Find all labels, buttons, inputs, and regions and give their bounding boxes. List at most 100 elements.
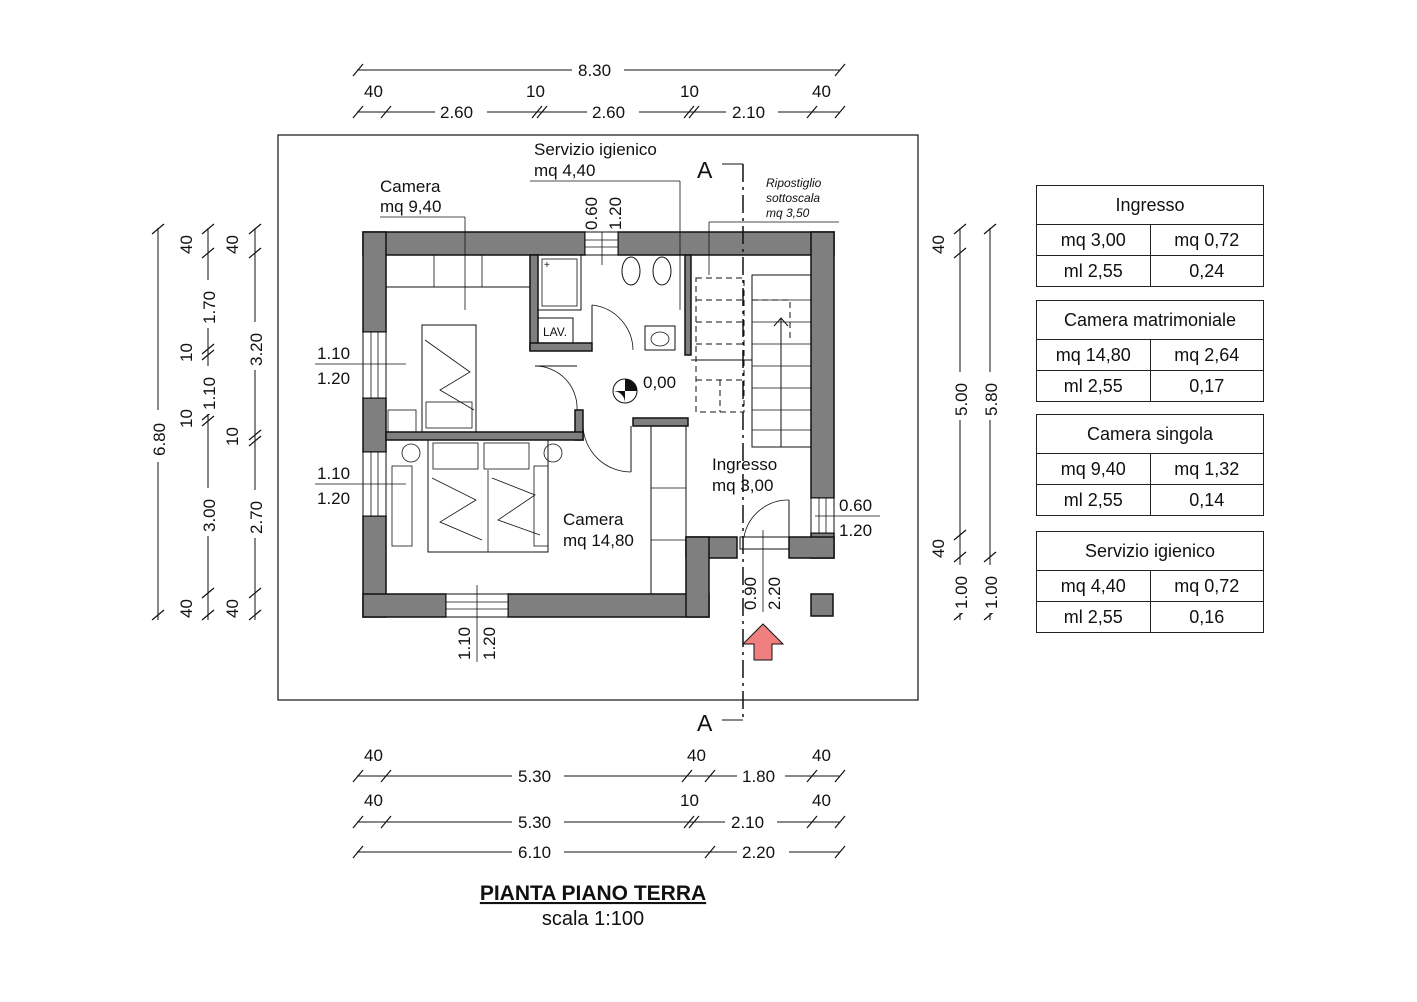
room-area-ingresso: mq 3,00 xyxy=(712,476,773,495)
room-name-ingresso: Ingresso xyxy=(712,455,777,474)
dimension-label: 10 xyxy=(680,82,699,101)
dimension-label: 10 xyxy=(680,791,699,810)
legend-servizio-igienico: Servizio igienico mq 4,40 mq 0,72 ml 2,55… xyxy=(1036,531,1264,633)
room-name-ripostiglio-1: Ripostiglio xyxy=(766,176,822,190)
dimension-label: 1.20 xyxy=(480,627,499,660)
legend-camera-matrimoniale: Camera matrimoniale mq 14,80 mq 2,64 ml 2… xyxy=(1036,300,1264,402)
dimension-label: 1.10 xyxy=(317,464,350,483)
legend-cell: mq 0,72 xyxy=(1149,571,1264,601)
dimension-label: 40 xyxy=(687,746,706,765)
furniture: + LAV. 0,00 xyxy=(385,254,812,595)
room-name-servizio: Servizio igienico xyxy=(534,140,657,159)
dimension-label: 5.00 xyxy=(952,383,971,416)
dimension-label: 1.70 xyxy=(200,291,219,324)
dimension-label: 1.10 xyxy=(317,344,350,363)
dimension-label: 6.80 xyxy=(150,423,169,456)
dimension-label: 0.90 xyxy=(741,577,760,610)
dimension-label: 40 xyxy=(364,791,383,810)
dimension-label: 1.10 xyxy=(455,627,474,660)
room-area-camera-matrimoniale: mq 14,80 xyxy=(563,531,634,550)
dimension-label: 40 xyxy=(223,235,242,254)
room-labels: Camera mq 9,40 Servizio igienico mq 4,40… xyxy=(380,140,839,550)
dimension-label: 5.30 xyxy=(518,767,551,786)
drawing-frame xyxy=(277,134,919,701)
dimension-label: 10 xyxy=(223,427,242,446)
legend-cell: 0,17 xyxy=(1149,371,1264,401)
dimension-label: 40 xyxy=(812,791,831,810)
dimension-label: 40 xyxy=(812,746,831,765)
room-name-camera-matrimoniale: Camera xyxy=(563,510,624,529)
dimension-label: 0.60 xyxy=(839,496,872,515)
legend-cell: 0,14 xyxy=(1149,485,1264,515)
dimension-ticks xyxy=(151,63,997,859)
dimension-label: 40 xyxy=(177,599,196,618)
dimension-label: 10 xyxy=(526,82,545,101)
dimension-label: 5.80 xyxy=(982,383,1001,416)
legend-cell: mq 3,00 xyxy=(1060,230,1126,250)
dimension-label: 5.30 xyxy=(518,813,551,832)
dimension-label: 1.80 xyxy=(742,767,775,786)
dimension-label: 40 xyxy=(177,235,196,254)
dimension-lines xyxy=(157,69,991,853)
room-area-servizio: mq 4,40 xyxy=(534,161,595,180)
dimension-label: 40 xyxy=(223,599,242,618)
legend-cell: 0,16 xyxy=(1149,602,1264,632)
dimension-label: 2.20 xyxy=(765,577,784,610)
room-name-ripostiglio-2: sottoscala xyxy=(766,191,820,205)
legend-cell: 0,24 xyxy=(1149,256,1264,286)
dimension-label: 40 xyxy=(929,235,948,254)
dimension-label: 40 xyxy=(364,82,383,101)
plan-scale: scala 1:100 xyxy=(542,908,644,930)
dimension-label: 2.10 xyxy=(732,103,765,122)
legend-cell: ml 2,55 xyxy=(1063,261,1123,281)
legend-cell: mq 9,40 xyxy=(1060,459,1126,479)
walls xyxy=(362,231,835,618)
dimension-label: 1.20 xyxy=(317,369,350,388)
legend-title: Servizio igienico xyxy=(1037,532,1263,571)
legend-cell: mq 4,40 xyxy=(1060,576,1126,596)
legend-ingresso: Ingresso mq 3,00 mq 0,72 ml 2,55 0,24 xyxy=(1036,185,1264,287)
legend-cell: ml 2,55 xyxy=(1063,490,1123,510)
legend-cell: ml 2,55 xyxy=(1063,376,1123,396)
dimension-label: 1.00 xyxy=(952,576,971,609)
room-name-camera-singola: Camera xyxy=(380,177,441,196)
legend-title: Camera singola xyxy=(1037,415,1263,454)
legend-cell: mq 1,32 xyxy=(1149,454,1264,484)
dimension-label: 2.60 xyxy=(440,103,473,122)
dimension-label: 10 xyxy=(177,343,196,362)
opening-dimensions: 0.60 1.20 1.10 1.20 1.10 1.20 1.10 1.20 … xyxy=(315,197,880,662)
legend-cell: mq 2,64 xyxy=(1149,340,1264,370)
legend-title: Camera matrimoniale xyxy=(1037,301,1263,340)
dimension-label: 2.20 xyxy=(742,843,775,862)
dimension-label: 1.20 xyxy=(606,197,625,230)
dimension-label: 3.20 xyxy=(247,333,266,366)
dimension-label: 40 xyxy=(364,746,383,765)
dimension-label: 40 xyxy=(812,82,831,101)
dimension-label: 1.00 xyxy=(982,576,1001,609)
dimension-label: 1.10 xyxy=(200,377,219,410)
legend-cell: mq 0,72 xyxy=(1149,225,1264,255)
room-area-ripostiglio: mq 3,50 xyxy=(766,206,810,220)
dimension-label: 2.10 xyxy=(731,813,764,832)
level-label: 0,00 xyxy=(643,373,676,392)
dimension-label: 8.30 xyxy=(578,61,611,80)
dimension-label: 40 xyxy=(929,539,948,558)
entrance-arrow-icon xyxy=(741,623,785,661)
svg-text:+: + xyxy=(544,260,550,271)
dimension-label: 1.20 xyxy=(839,521,872,540)
dimension-label: 0.60 xyxy=(582,197,601,230)
plan-title: PIANTA PIANO TERRA xyxy=(480,882,706,905)
dimension-label: 1.20 xyxy=(317,489,350,508)
dimension-label: 3.00 xyxy=(200,499,219,532)
dimension-label: 10 xyxy=(177,409,196,428)
legend-cell: ml 2,55 xyxy=(1063,607,1123,627)
legend-cell: mq 14,80 xyxy=(1055,345,1131,365)
section-label-top: A xyxy=(697,157,713,183)
legend-title: Ingresso xyxy=(1037,186,1263,225)
dimension-label: 2.60 xyxy=(592,103,625,122)
dimension-texts: 8.30 40 2.60 10 2.60 10 2.10 40 40 5.30 … xyxy=(148,58,1002,862)
dimension-label: 2.70 xyxy=(247,501,266,534)
room-area-camera-singola: mq 9,40 xyxy=(380,197,441,216)
section-axis: A A xyxy=(697,157,744,736)
